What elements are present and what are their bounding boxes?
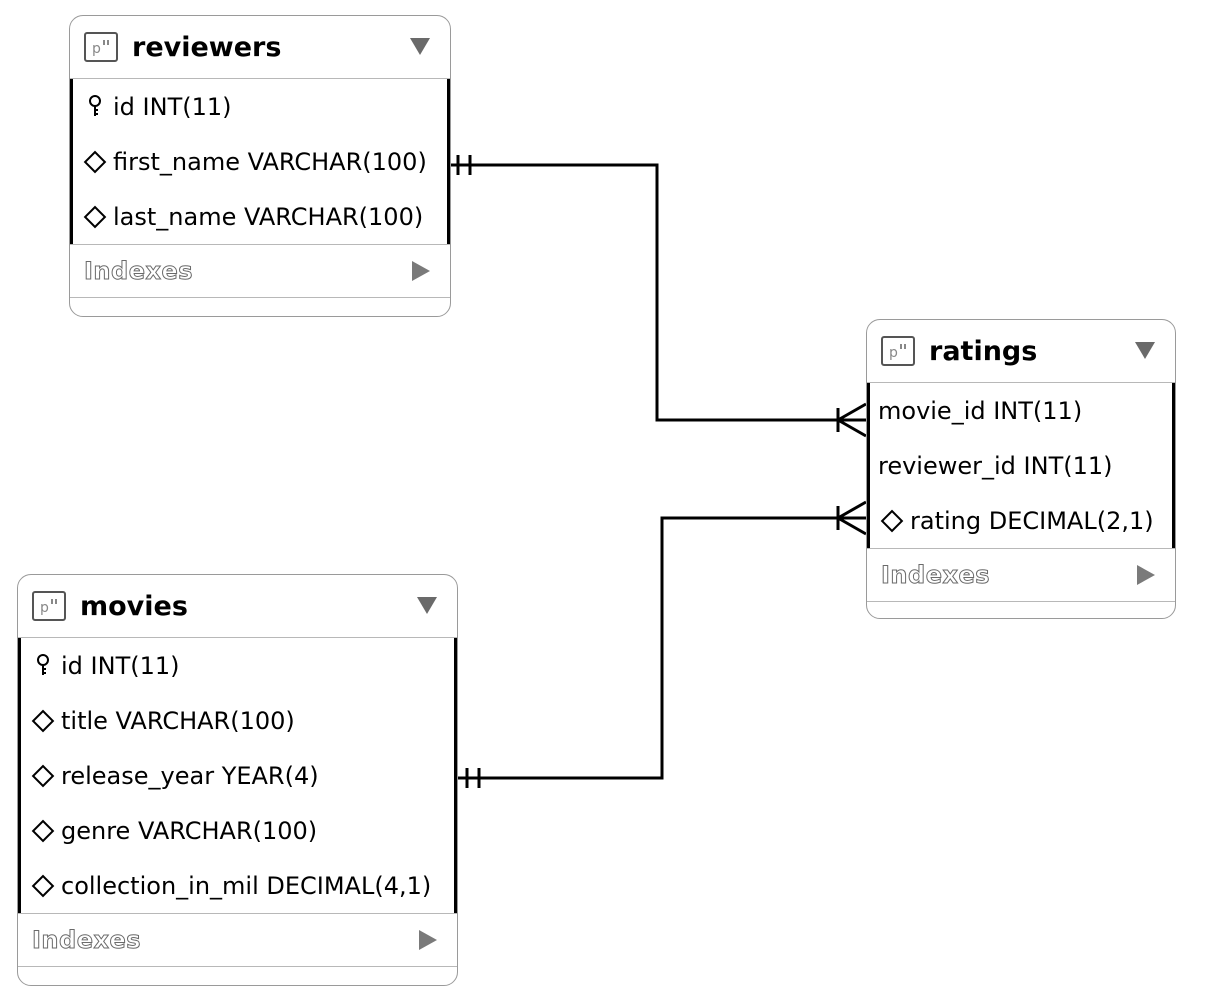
table-icon: p: [84, 32, 118, 62]
table-icon: p: [881, 336, 915, 366]
indexes-label: Indexes: [880, 561, 991, 590]
table-footer: [70, 298, 450, 316]
column-row[interactable]: id INT(11): [73, 79, 447, 134]
relationship-reviewers-ratings[interactable]: [450, 155, 867, 438]
table-movies[interactable]: p movies id INT(11) title VARCHAR(100) r…: [17, 574, 458, 986]
diamond-icon: [29, 764, 57, 787]
column-label: release_year YEAR(4): [61, 761, 319, 790]
column-label: id INT(11): [113, 92, 232, 121]
relationship-movies-ratings[interactable]: [457, 500, 867, 788]
column-label: movie_id INT(11): [878, 396, 1083, 425]
table-ratings[interactable]: p ratings movie_id INT(11) reviewer_id I…: [866, 319, 1176, 619]
table-title: movies: [80, 590, 188, 622]
table-title: reviewers: [132, 31, 282, 63]
column-label: collection_in_mil DECIMAL(4,1): [61, 871, 432, 900]
expand-arrow-icon[interactable]: [1137, 565, 1155, 585]
diamond-icon: [29, 819, 57, 842]
table-columns: movie_id INT(11) reviewer_id INT(11) rat…: [867, 383, 1175, 548]
column-row[interactable]: first_name VARCHAR(100): [73, 134, 447, 189]
svg-text:p: p: [92, 41, 101, 57]
key-icon: [81, 94, 109, 120]
diamond-icon: [81, 150, 109, 173]
column-row[interactable]: reviewer_id INT(11): [870, 438, 1172, 493]
column-row[interactable]: last_name VARCHAR(100): [73, 189, 447, 244]
column-row[interactable]: release_year YEAR(4): [21, 748, 454, 803]
indexes-section[interactable]: Indexes: [867, 548, 1175, 602]
column-label: reviewer_id INT(11): [878, 451, 1113, 480]
svg-text:p: p: [40, 600, 49, 616]
indexes-section[interactable]: Indexes: [70, 244, 450, 298]
table-title: ratings: [929, 335, 1038, 367]
column-row[interactable]: id INT(11): [21, 638, 454, 693]
collapse-arrow-icon[interactable]: [410, 38, 430, 55]
table-header[interactable]: p ratings: [867, 320, 1175, 383]
column-label: last_name VARCHAR(100): [113, 202, 424, 231]
expand-arrow-icon[interactable]: [412, 261, 430, 281]
indexes-label: Indexes: [31, 926, 142, 955]
column-row[interactable]: genre VARCHAR(100): [21, 803, 454, 858]
diamond-icon: [81, 205, 109, 228]
indexes-label: Indexes: [83, 257, 194, 286]
diamond-icon: [29, 709, 57, 732]
key-icon: [29, 653, 57, 679]
expand-arrow-icon[interactable]: [419, 930, 437, 950]
indexes-section[interactable]: Indexes: [18, 913, 457, 967]
table-icon: p: [32, 591, 66, 621]
column-row[interactable]: movie_id INT(11): [870, 383, 1172, 438]
collapse-arrow-icon[interactable]: [1135, 342, 1155, 359]
collapse-arrow-icon[interactable]: [417, 597, 437, 614]
table-columns: id INT(11) first_name VARCHAR(100) last_…: [70, 79, 450, 244]
column-label: rating DECIMAL(2,1): [910, 506, 1154, 535]
column-row[interactable]: rating DECIMAL(2,1): [870, 493, 1172, 548]
table-columns: id INT(11) title VARCHAR(100) release_ye…: [18, 638, 457, 913]
table-header[interactable]: p reviewers: [70, 16, 450, 79]
table-footer: [867, 602, 1175, 618]
table-reviewers[interactable]: p reviewers id INT(11) first_name VARCHA…: [69, 15, 451, 317]
column-row[interactable]: title VARCHAR(100): [21, 693, 454, 748]
column-label: title VARCHAR(100): [61, 706, 295, 735]
column-row[interactable]: collection_in_mil DECIMAL(4,1): [21, 858, 454, 913]
diamond-icon: [878, 509, 906, 532]
table-header[interactable]: p movies: [18, 575, 457, 638]
diamond-icon: [29, 874, 57, 897]
svg-text:p: p: [889, 345, 898, 361]
table-footer: [18, 967, 457, 985]
column-label: genre VARCHAR(100): [61, 816, 318, 845]
column-label: id INT(11): [61, 651, 180, 680]
column-label: first_name VARCHAR(100): [113, 147, 427, 176]
